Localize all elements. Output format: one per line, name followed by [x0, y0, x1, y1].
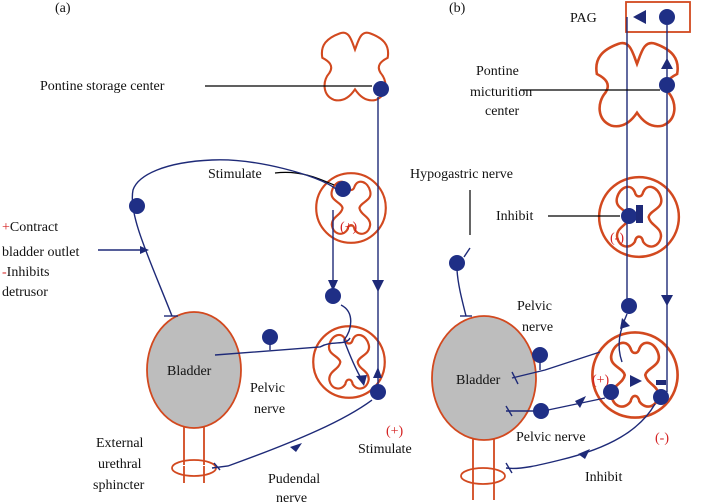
sacral-neuron-b: [603, 384, 619, 400]
plus-mark-upper-a: (+): [340, 220, 358, 235]
pudendal-nerve-b: [505, 403, 656, 470]
external-sphincter-a: [171, 459, 217, 477]
detrusor-label: detrusor: [2, 285, 48, 300]
pmc-neuron: [659, 77, 675, 93]
pelvic-ganglion-b: [532, 347, 548, 363]
stimulate-bottom-label: Stimulate: [358, 442, 412, 457]
center-label-b: center: [485, 104, 520, 119]
pelvic-ganglion-a: [262, 329, 278, 345]
sacral-arrow-b: [630, 375, 642, 387]
annotation-arrowhead: [140, 246, 149, 254]
pontine-label-b: Pontine: [476, 64, 519, 79]
pag-label: PAG: [570, 11, 597, 26]
bladder-b: [431, 315, 537, 441]
hypogastric-ganglion-b: [449, 255, 465, 271]
interneuron-to-sacral-a: [340, 304, 363, 381]
pelvic-label-a: Pelvic: [250, 381, 285, 396]
descending-dot-b: [621, 298, 637, 314]
interneuron-arrow-a: [328, 280, 338, 291]
pag-box: [625, 1, 691, 33]
pudendal-nerve-label: nerve: [276, 491, 307, 504]
hypogastric-label-b: Hypogastric nerve: [410, 167, 513, 182]
pontine-storage-neuron: [373, 81, 389, 97]
panel-b: (b) PAG Pontine micturition center Hypog…: [410, 1, 691, 500]
external-label: External: [96, 436, 144, 451]
onuf-neuron-a: [370, 384, 386, 400]
minus-mark-bottom-b: (-): [655, 431, 669, 446]
pelvic-label-b: Pelvic: [517, 299, 552, 314]
inhibit-top-label: Inhibit: [496, 209, 533, 224]
pudendal-nerve-a: [211, 399, 373, 469]
pudendal-label: Pudendal: [268, 472, 320, 487]
pag-neuron: [659, 9, 675, 25]
inhibition-bar-sacral-b: [656, 380, 666, 385]
descending-arrow-a: [372, 280, 384, 292]
inhibit-bottom-label: Inhibit: [585, 470, 622, 485]
hypogastric-ganglion-a: [129, 198, 145, 214]
pelvic-afferent-b: [506, 397, 606, 412]
pmc-up-arrow: [661, 58, 673, 69]
pelvic-afferent-terminal-b: [505, 405, 513, 417]
urethral-label: urethral: [98, 457, 142, 472]
pudendal-terminal-b: [505, 462, 513, 474]
plus-stimulate-mark: (+): [386, 424, 404, 439]
onuf-neuron-b: [653, 389, 669, 405]
thoracolumbar-neuron-b: [621, 208, 637, 224]
nerve-label-b: nerve: [522, 320, 553, 335]
pag-triangle: [633, 10, 646, 24]
panel-b-letter: (b): [449, 1, 466, 16]
pelvic-efferent-b: [511, 351, 601, 379]
contract-label: +Contract: [2, 220, 58, 235]
pelvic-afferent-ganglion-b: [533, 403, 549, 419]
pudendal-arrow-a: [290, 443, 302, 452]
stimulate-top-label: Stimulate: [208, 167, 262, 182]
panel-a: (a) Bladder Pontine storage center Stimu…: [2, 1, 412, 504]
hypogastric-nerve-b: [456, 247, 471, 317]
pelvic-afferent-arrow-b: [575, 396, 586, 408]
minus-mark-upper-b: (-): [610, 231, 624, 246]
descending-arrow-b: [620, 318, 630, 329]
inhibits-label: -Inhibits: [2, 265, 49, 280]
pelvic-afferent-a: [214, 337, 351, 356]
pmc-down-arrow-b: [661, 295, 673, 306]
sacral-triangle-a: [373, 367, 382, 378]
sphincter-label: sphincter: [93, 478, 145, 493]
plus-mark-b: (+): [592, 373, 610, 388]
interneuron-dot-a: [325, 288, 341, 304]
bladder-outlet-label: bladder outlet: [2, 245, 79, 260]
inhibition-bar-b: [636, 205, 643, 223]
pudendal-arrow-b: [578, 449, 590, 459]
pontine-storage-label: Pontine storage center: [40, 79, 165, 94]
micturition-label-b: micturition: [470, 85, 532, 100]
pelvic-nerve-label-b: Pelvic nerve: [516, 430, 586, 445]
thoracolumbar-neuron-a: [335, 181, 351, 197]
hypogastric-nerve-a: [131, 159, 337, 317]
descending-to-sacral-b: [618, 313, 628, 363]
panel-a-letter: (a): [55, 1, 71, 16]
urethra-lower-a: [183, 466, 205, 483]
urethra-a: [183, 426, 205, 465]
pelvic-terminal-b: [511, 371, 519, 385]
bladder-a: [146, 311, 242, 429]
nerve-label-a: nerve: [254, 402, 285, 417]
bladder-label-a: Bladder: [167, 364, 212, 379]
bladder-label-b: Bladder: [456, 373, 501, 388]
pudendal-terminal-a: [213, 462, 221, 471]
external-sphincter-b: [460, 467, 506, 485]
sacral-arrow-a: [356, 375, 367, 386]
